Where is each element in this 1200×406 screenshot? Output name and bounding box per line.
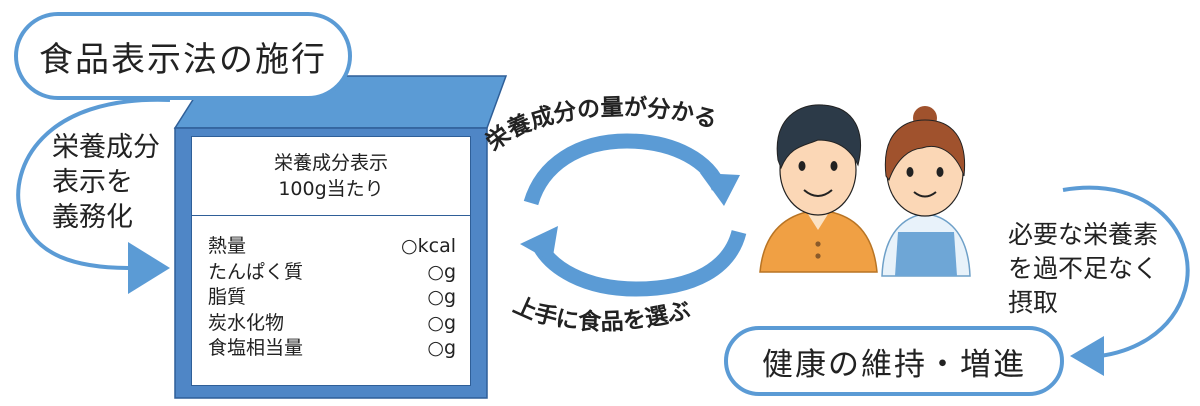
nutrition-row-name: 食塩相当量 — [208, 337, 304, 359]
man-illustration-icon — [759, 104, 878, 273]
nutrition-label-panel: 栄養成分表示 100g当たり 熱量 ○kcal たんぱく質 ○g 脂質 ○g 炭… — [191, 136, 471, 386]
nutrition-row-name: 熱量 — [208, 235, 247, 257]
nutrition-row-value: ○kcal — [401, 235, 456, 257]
nutrition-row-value: ○g — [427, 286, 456, 308]
nutrition-heading-line2: 100g当たり — [278, 178, 384, 200]
woman-illustration-icon — [881, 106, 971, 277]
cycle-arrow-top — [523, 133, 727, 206]
mandate-connector-arrow — [16, 97, 171, 270]
nutrition-row: 熱量 ○kcal — [208, 234, 456, 260]
nutrition-row-name: 脂質 — [208, 286, 247, 308]
bottom-cycle-label: 上手に食品を選ぶ — [509, 292, 693, 336]
title-pill: 食品表示法の施行 — [14, 12, 352, 100]
title-text: 食品表示法の施行 — [39, 39, 327, 80]
intake-connector-arrow — [1062, 185, 1190, 358]
nutrition-row: 食塩相当量 ○g — [208, 336, 456, 362]
mandate-arrowhead — [128, 242, 170, 294]
nutrition-row: 炭水化物 ○g — [208, 311, 456, 337]
nutrition-row-value: ○g — [427, 260, 456, 283]
nutrition-row-name: 炭水化物 — [208, 311, 285, 334]
cycle-arrowhead-bottom — [520, 226, 558, 262]
nutrition-label-heading: 栄養成分表示 100g当たり — [192, 137, 470, 216]
right-note: 必要な栄養素 を過不足なく 摂取 — [1008, 220, 1159, 317]
left-note: 栄養成分 表示を 義務化 — [52, 132, 160, 233]
nutrition-rows: 熱量 ○kcal たんぱく質 ○g 脂質 ○g 炭水化物 ○g 食塩相当量 ○g — [192, 216, 470, 362]
nutrition-row-name: たんぱく質 — [208, 260, 304, 283]
intake-arrowhead — [1070, 336, 1104, 376]
nutrition-row-value: ○g — [427, 337, 456, 359]
nutrition-row-value: ○g — [427, 311, 456, 334]
cycle-arrowhead-top — [700, 173, 740, 206]
nutrition-row: 脂質 ○g — [208, 285, 456, 311]
outcome-text: 健康の維持・増進 — [762, 346, 1026, 383]
cycle-arrow-bottom — [531, 229, 747, 297]
outcome-pill: 健康の維持・増進 — [724, 326, 1064, 396]
nutrition-row: たんぱく質 ○g — [208, 260, 456, 286]
nutrition-heading-line1: 栄養成分表示 — [273, 152, 388, 174]
